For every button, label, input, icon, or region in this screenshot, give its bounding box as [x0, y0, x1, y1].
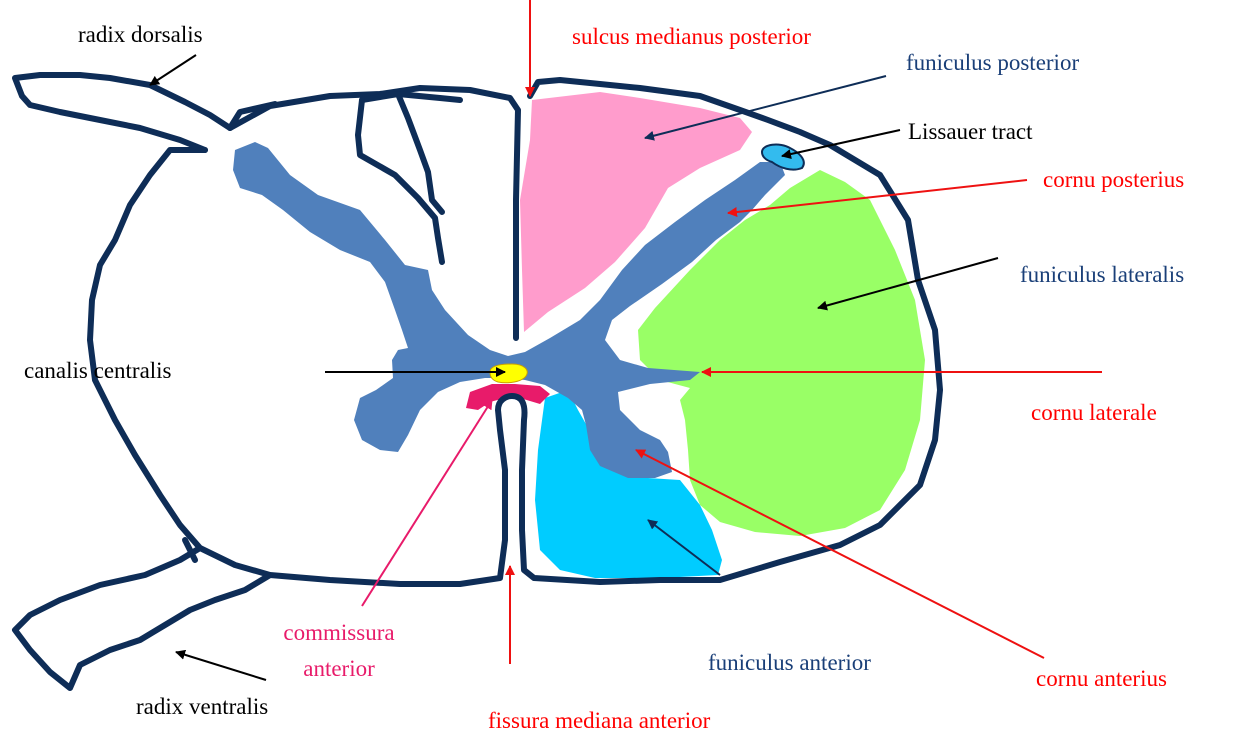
label-cornu-anterius: cornu anterius: [1036, 666, 1167, 692]
label-fissura-mediana-anterior: fissura mediana anterior: [488, 708, 710, 734]
label-funiculus-posterior: funiculus posterior: [906, 50, 1079, 76]
label-cornu-laterale: cornu laterale: [1031, 400, 1157, 426]
label-funiculus-anterior: funiculus anterior: [708, 650, 871, 676]
label-sulcus-medianus-posterior: sulcus medianus posterior: [572, 24, 811, 50]
label-commissura-anterior-line1: commissura: [264, 620, 414, 646]
label-funiculus-lateralis: funiculus lateralis: [1020, 262, 1184, 288]
label-lissauer-tract: Lissauer tract: [908, 119, 1033, 145]
label-cornu-posterius: cornu posterius: [1043, 167, 1184, 193]
arrow-radix-dorsalis: [150, 55, 196, 85]
arrow-radix-ventralis: [176, 652, 266, 680]
label-canalis-centralis: canalis centralis: [24, 358, 172, 384]
canalis-centralis-region: [490, 364, 527, 383]
label-radix-dorsalis: radix dorsalis: [78, 22, 203, 48]
label-commissura-anterior-line2: anterior: [264, 656, 414, 682]
label-radix-ventralis: radix ventralis: [136, 694, 268, 720]
